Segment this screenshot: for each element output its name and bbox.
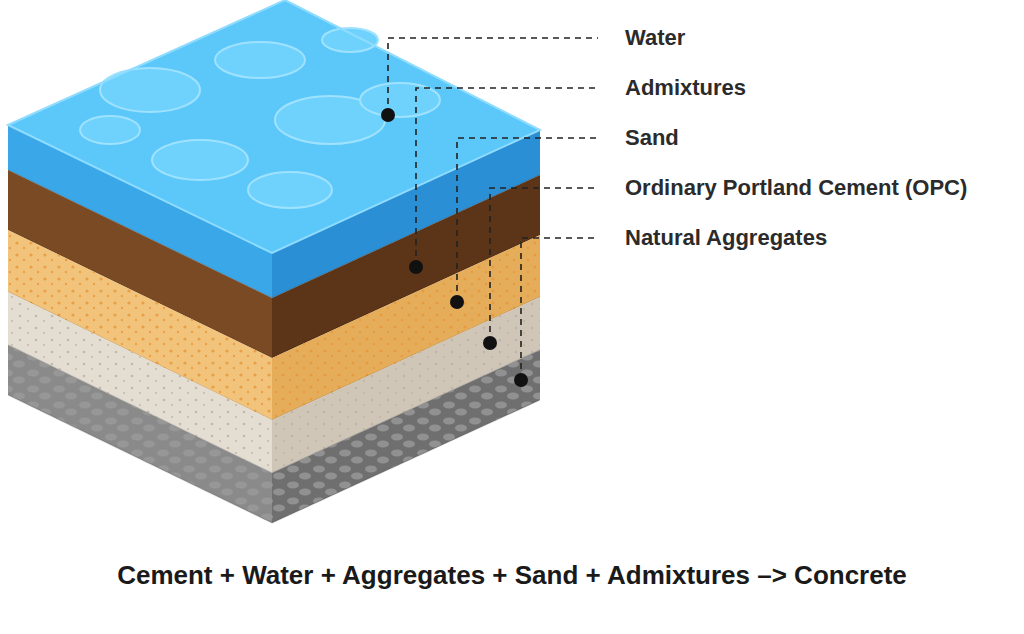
layered-block	[8, 0, 540, 523]
leader-dot	[381, 108, 395, 122]
leader-dot	[483, 336, 497, 350]
water-surface	[8, 0, 540, 253]
aggregate-layer	[8, 345, 272, 523]
water-ripple	[248, 172, 332, 208]
part-label: Ordinary Portland Cement (OPC)	[625, 175, 967, 201]
leader-dot	[514, 373, 528, 387]
water-ripple	[215, 42, 305, 78]
leader-line	[521, 238, 598, 380]
water-ripple	[152, 140, 248, 180]
leader-dot	[450, 295, 464, 309]
water-ripple	[100, 68, 200, 112]
leader-line	[490, 188, 598, 343]
leader-line	[457, 138, 598, 302]
leader-line	[416, 88, 598, 267]
aggregate-layer	[272, 350, 540, 523]
water-surface-edge	[8, 0, 540, 253]
leader-line	[388, 38, 598, 115]
part-label: Admixtures	[625, 75, 746, 101]
caption: Cement + Water + Aggregates + Sand + Adm…	[117, 559, 907, 591]
aggregate-layer-texture	[272, 350, 540, 523]
part-label: Water	[625, 25, 685, 51]
water-ripple	[322, 28, 378, 52]
aggregate-layer-texture	[8, 345, 272, 523]
part-label: Natural Aggregates	[625, 225, 827, 251]
water-ripple	[80, 116, 140, 144]
layer-boundary	[8, 395, 540, 523]
leader-dot	[409, 260, 423, 274]
leader-lines	[381, 38, 598, 387]
part-label: Sand	[625, 125, 679, 151]
